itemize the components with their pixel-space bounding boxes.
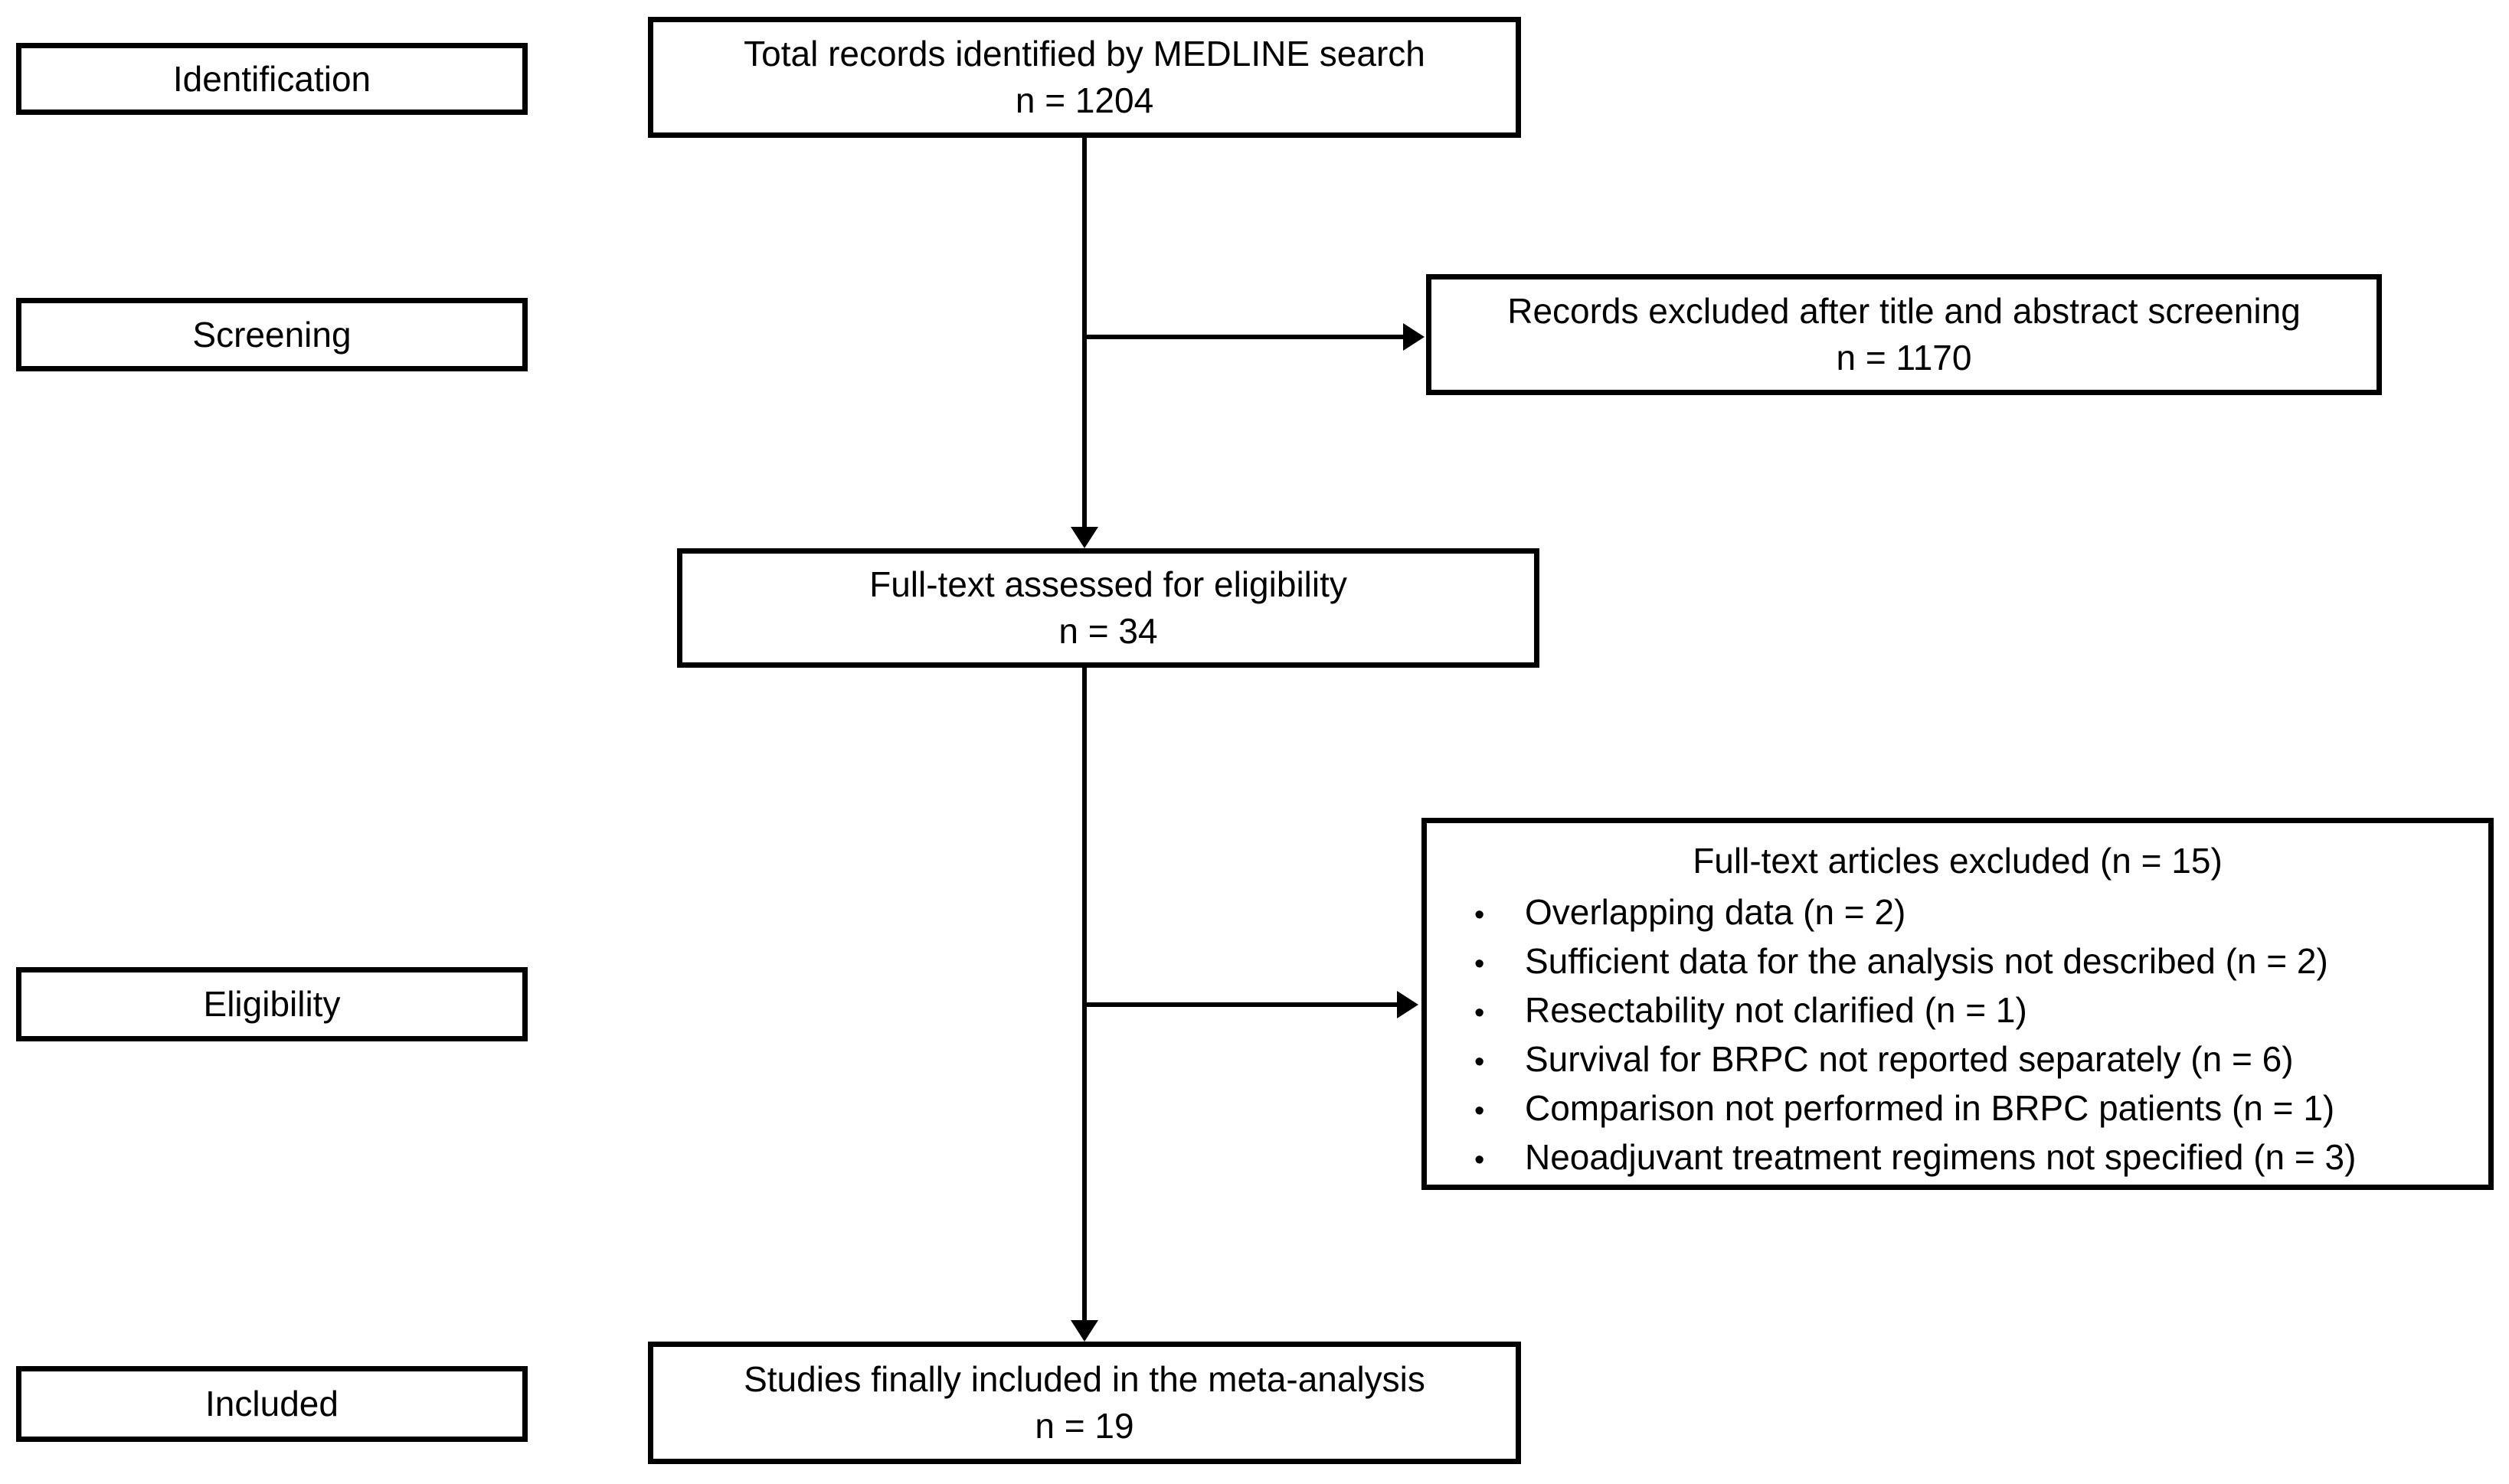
stage-label-text: Identification	[172, 58, 371, 99]
node-label: Full-text assessed for eligibility	[869, 564, 1347, 605]
node-count: n = 1204	[1015, 80, 1154, 120]
connector-branch-screening-excluded	[1084, 335, 1403, 339]
arrowhead-right-icon	[1397, 991, 1418, 1018]
node-fulltext-excluded: Full-text articles excluded (n = 15) • O…	[1421, 818, 2494, 1190]
connector-identified-to-fulltext	[1082, 138, 1087, 530]
bullet-icon: •	[1474, 948, 1485, 980]
node-label: Studies finally included in the meta-ana…	[744, 1359, 1425, 1400]
exclusion-reason-item: • Survival for BRPC not reported separat…	[1447, 1036, 2468, 1085]
node-label: Records excluded after title and abstrac…	[1507, 291, 2301, 332]
exclusion-reason-text: Comparison not performed in BRPC patient…	[1525, 1088, 2335, 1128]
bullet-icon: •	[1474, 997, 1485, 1029]
bullet-icon: •	[1474, 1095, 1485, 1127]
stage-label-text: Included	[205, 1384, 339, 1424]
exclusion-reason-item: • Neoadjuvant treatment regimens not spe…	[1447, 1134, 2468, 1183]
stage-label-eligibility: Eligibility	[16, 967, 528, 1041]
exclusion-reason-text: Resectability not clarified (n = 1)	[1525, 990, 2027, 1030]
bullet-icon: •	[1474, 1046, 1485, 1078]
node-count: n = 1170	[1836, 338, 1972, 378]
node-label: Total records identified by MEDLINE sear…	[744, 34, 1425, 74]
exclusion-reason-item: • Overlapping data (n = 2)	[1447, 889, 2468, 938]
exclusion-reason-text: Sufficient data for the analysis not des…	[1525, 941, 2328, 981]
node-studies-included: Studies finally included in the meta-ana…	[648, 1342, 1521, 1464]
node-count: n = 34	[1058, 611, 1158, 651]
node-count: n = 19	[1035, 1406, 1134, 1446]
stage-label-text: Eligibility	[203, 984, 341, 1025]
stage-label-text: Screening	[192, 314, 352, 355]
exclusion-title: Full-text articles excluded (n = 15)	[1693, 841, 2223, 881]
stage-label-included: Included	[16, 1366, 528, 1442]
bullet-icon: •	[1474, 1144, 1485, 1176]
arrowhead-right-icon	[1403, 323, 1425, 351]
exclusion-reason-text: Neoadjuvant treatment regimens not speci…	[1525, 1137, 2357, 1177]
node-records-identified: Total records identified by MEDLINE sear…	[648, 17, 1521, 138]
arrowhead-down-icon	[1071, 1320, 1098, 1342]
stage-label-screening: Screening	[16, 298, 528, 371]
exclusion-reason-text: Overlapping data (n = 2)	[1525, 892, 1906, 932]
node-records-excluded-screening: Records excluded after title and abstrac…	[1426, 274, 2382, 395]
exclusion-reason-list: • Overlapping data (n = 2) • Sufficient …	[1447, 889, 2468, 1183]
exclusion-reason-text: Survival for BRPC not reported separatel…	[1525, 1039, 2294, 1079]
bullet-icon: •	[1474, 899, 1485, 931]
arrowhead-down-icon	[1071, 527, 1098, 548]
exclusion-reason-item: • Resectability not clarified (n = 1)	[1447, 987, 2468, 1036]
node-fulltext-assessed: Full-text assessed for eligibility n = 3…	[677, 548, 1539, 668]
exclusion-reason-item: • Sufficient data for the analysis not d…	[1447, 938, 2468, 987]
connector-fulltext-to-included	[1082, 666, 1087, 1322]
exclusion-reason-item: • Comparison not performed in BRPC patie…	[1447, 1085, 2468, 1134]
connector-branch-eligibility-excluded	[1084, 1002, 1397, 1007]
stage-label-identification: Identification	[16, 43, 528, 115]
